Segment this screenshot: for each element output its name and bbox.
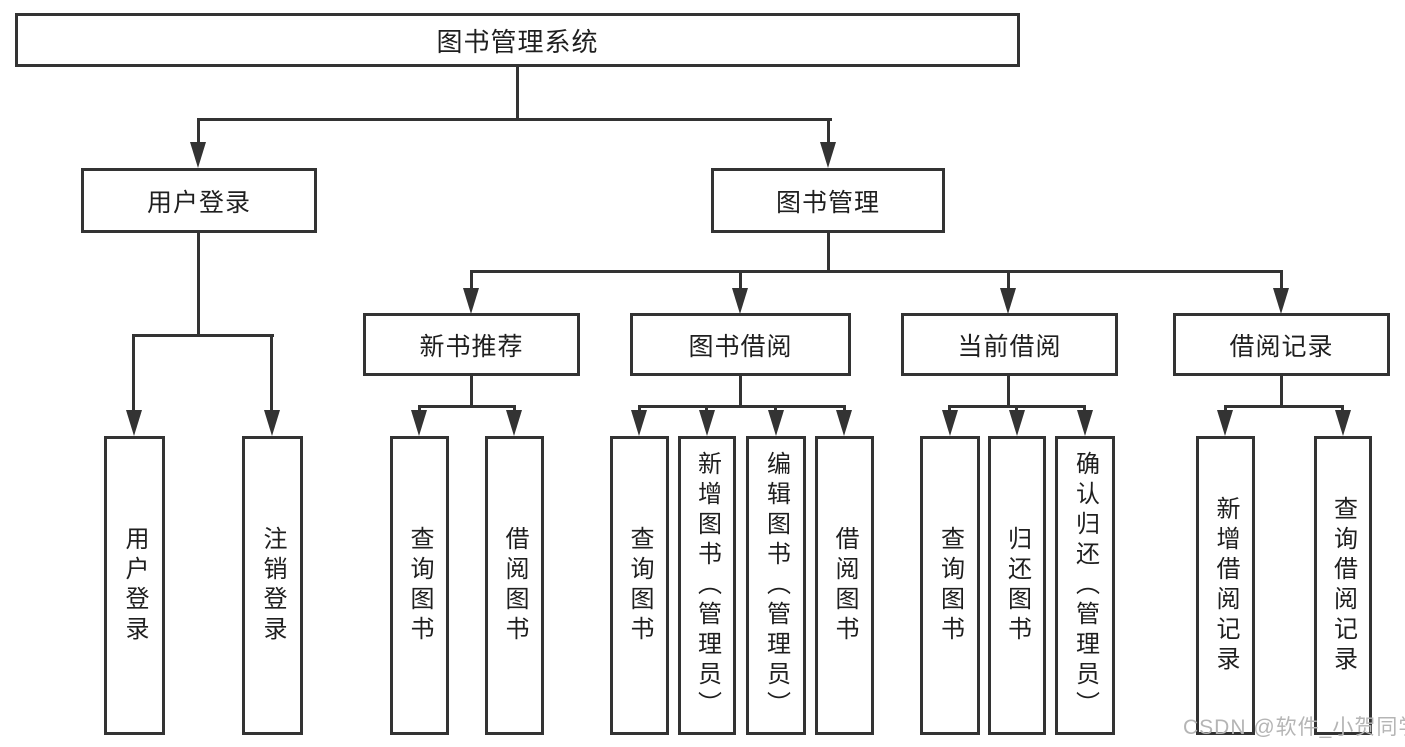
node-new-book-recommend: 新书推荐 (363, 313, 580, 376)
arrow-down-icon (506, 410, 522, 436)
arrow-down-icon (1335, 410, 1351, 436)
node-label: 借阅图书 (831, 525, 858, 646)
arrow-down-icon (942, 410, 958, 436)
edge-root-split (197, 118, 832, 121)
arrow-down-icon (836, 410, 852, 436)
arrow-down-icon (631, 410, 647, 436)
node-borrowing-records: 借阅记录 (1173, 313, 1390, 376)
arrow-down-icon (264, 410, 280, 436)
edge-stub (638, 405, 641, 414)
edge-book-mgmt-stem (827, 233, 830, 273)
node-label: 用户登录 (121, 525, 148, 646)
node-book-borrowing: 图书借阅 (630, 313, 851, 376)
edge-stub (1224, 405, 1227, 414)
edge-stub (948, 405, 951, 414)
edge-borrowing-stem (739, 376, 742, 408)
node-records-query-record: 查询借阅记录 (1314, 436, 1372, 735)
arrow-down-icon (1273, 288, 1289, 314)
edge-to-borrow-records (1280, 270, 1283, 290)
edge-root-stem (516, 67, 519, 119)
arrow-down-icon (699, 410, 715, 436)
edge-stub (1341, 405, 1344, 414)
edge-borrowing-split (638, 405, 845, 408)
arrow-down-icon (732, 288, 748, 314)
node-borrowing-query-book: 查询图书 (610, 436, 669, 735)
edge-records-split (1225, 405, 1344, 408)
edge-to-book-borrow (739, 270, 742, 290)
edge-stub (774, 405, 777, 414)
arrow-down-icon (126, 410, 142, 436)
edge-user-login-stem (197, 233, 200, 335)
node-library-management-system: 图书管理系统 (15, 13, 1020, 67)
edge-book-mgmt-split (470, 270, 1283, 273)
node-records-add-record: 新增借阅记录 (1196, 436, 1255, 735)
node-current-return-book: 归还图书 (988, 436, 1046, 735)
edge-stub (1015, 405, 1018, 414)
node-label: 新增图书（管理员） (693, 450, 721, 721)
edge-stub (513, 405, 516, 414)
node-label: 编辑图书（管理员） (762, 450, 790, 721)
node-label: 查询借阅记录 (1329, 495, 1357, 676)
node-current-confirm-return-admin: 确认归还（管理员） (1055, 436, 1115, 735)
arrow-down-icon (463, 288, 479, 314)
arrow-down-icon (768, 410, 784, 436)
edge-to-logout-leaf (270, 334, 273, 412)
node-label: 查询图书 (936, 525, 964, 646)
arrow-down-icon (1077, 410, 1093, 436)
node-borrowing-add-book-admin: 新增图书（管理员） (678, 436, 736, 735)
edge-to-book-mgmt (827, 118, 830, 144)
edge-recommend-stem (470, 376, 473, 408)
node-label: 查询图书 (406, 525, 433, 646)
node-label: 归还图书 (1003, 525, 1031, 646)
edge-recommend-split (419, 405, 515, 408)
edge-stub (843, 405, 846, 414)
arrow-down-icon (1009, 410, 1025, 436)
arrow-down-icon (1217, 410, 1233, 436)
node-logout: 注销登录 (242, 436, 303, 735)
arrow-down-icon (190, 142, 206, 168)
node-recommend-query-book: 查询图书 (390, 436, 449, 735)
edge-stub (1083, 405, 1086, 414)
node-borrowing-borrow-book: 借阅图书 (815, 436, 874, 735)
edge-to-user-login (197, 118, 200, 144)
arrow-down-icon (411, 410, 427, 436)
node-label: 注销登录 (259, 525, 286, 646)
edge-stub (705, 405, 708, 414)
node-current-query-book: 查询图书 (920, 436, 980, 735)
edge-to-login-leaf (132, 334, 135, 412)
arrow-down-icon (820, 142, 836, 168)
edge-current-stem (1007, 376, 1010, 408)
edge-stub (418, 405, 421, 414)
node-user-login: 用户登录 (81, 168, 317, 233)
arrow-down-icon (1000, 288, 1016, 314)
edge-records-stem (1280, 376, 1283, 408)
edge-user-login-split (132, 334, 274, 337)
node-borrowing-edit-book-admin: 编辑图书（管理员） (746, 436, 806, 735)
node-user-login-leaf: 用户登录 (104, 436, 165, 735)
node-book-management: 图书管理 (711, 168, 945, 233)
node-label: 确认归还（管理员） (1071, 450, 1099, 721)
csdn-watermark: CSDN @软件_小贺同学 (1183, 716, 1405, 739)
node-recommend-borrow-book: 借阅图书 (485, 436, 544, 735)
node-label: 新增借阅记录 (1212, 495, 1239, 676)
node-current-borrowing: 当前借阅 (901, 313, 1118, 376)
node-label: 查询图书 (626, 525, 653, 646)
node-label: 借阅图书 (501, 525, 528, 646)
edge-to-new-book-rec (470, 270, 473, 290)
edge-to-current-borrow (1007, 270, 1010, 290)
